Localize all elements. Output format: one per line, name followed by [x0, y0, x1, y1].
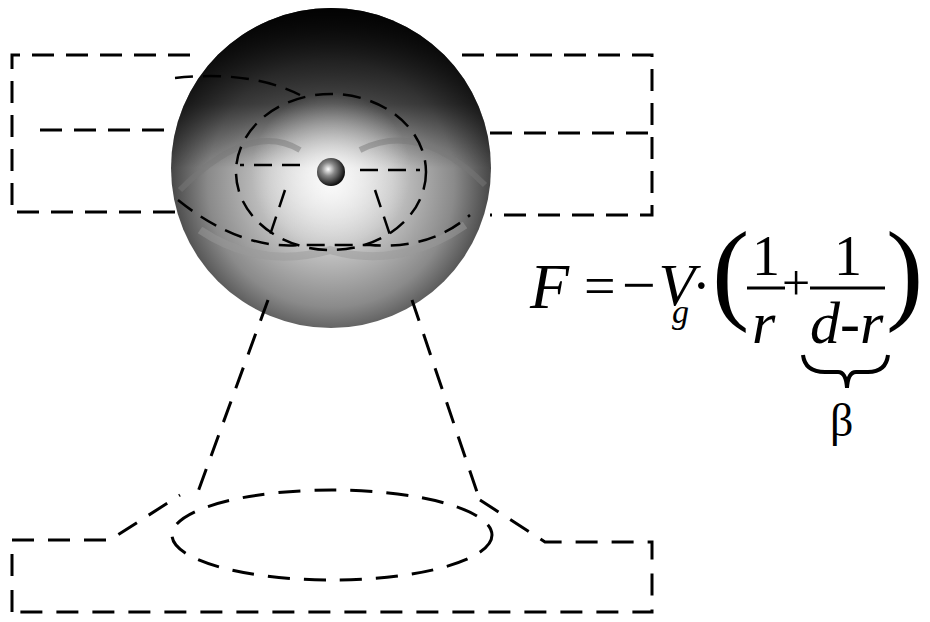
underbrace	[803, 355, 888, 388]
formula-text: =	[584, 258, 616, 314]
formula-text: 1	[834, 228, 862, 284]
formula-text: 1	[752, 228, 780, 284]
formula-text: d-r	[810, 293, 883, 353]
fraction-bar	[747, 287, 785, 290]
formula-text: (	[712, 215, 749, 327]
sphere	[171, 8, 491, 328]
central-particle	[317, 158, 345, 186]
fraction-bar	[810, 287, 885, 290]
formula-text: F	[530, 255, 569, 319]
formula-text: +	[782, 258, 810, 308]
formula-text: g	[672, 295, 689, 329]
formula-text: r	[752, 293, 775, 353]
dashed-guides	[175, 76, 470, 250]
formula-text: )	[886, 215, 923, 327]
formula-text: ·	[692, 258, 711, 314]
formula-marks	[747, 288, 888, 388]
projection-cone	[12, 300, 652, 612]
formula-text: β	[830, 398, 853, 444]
